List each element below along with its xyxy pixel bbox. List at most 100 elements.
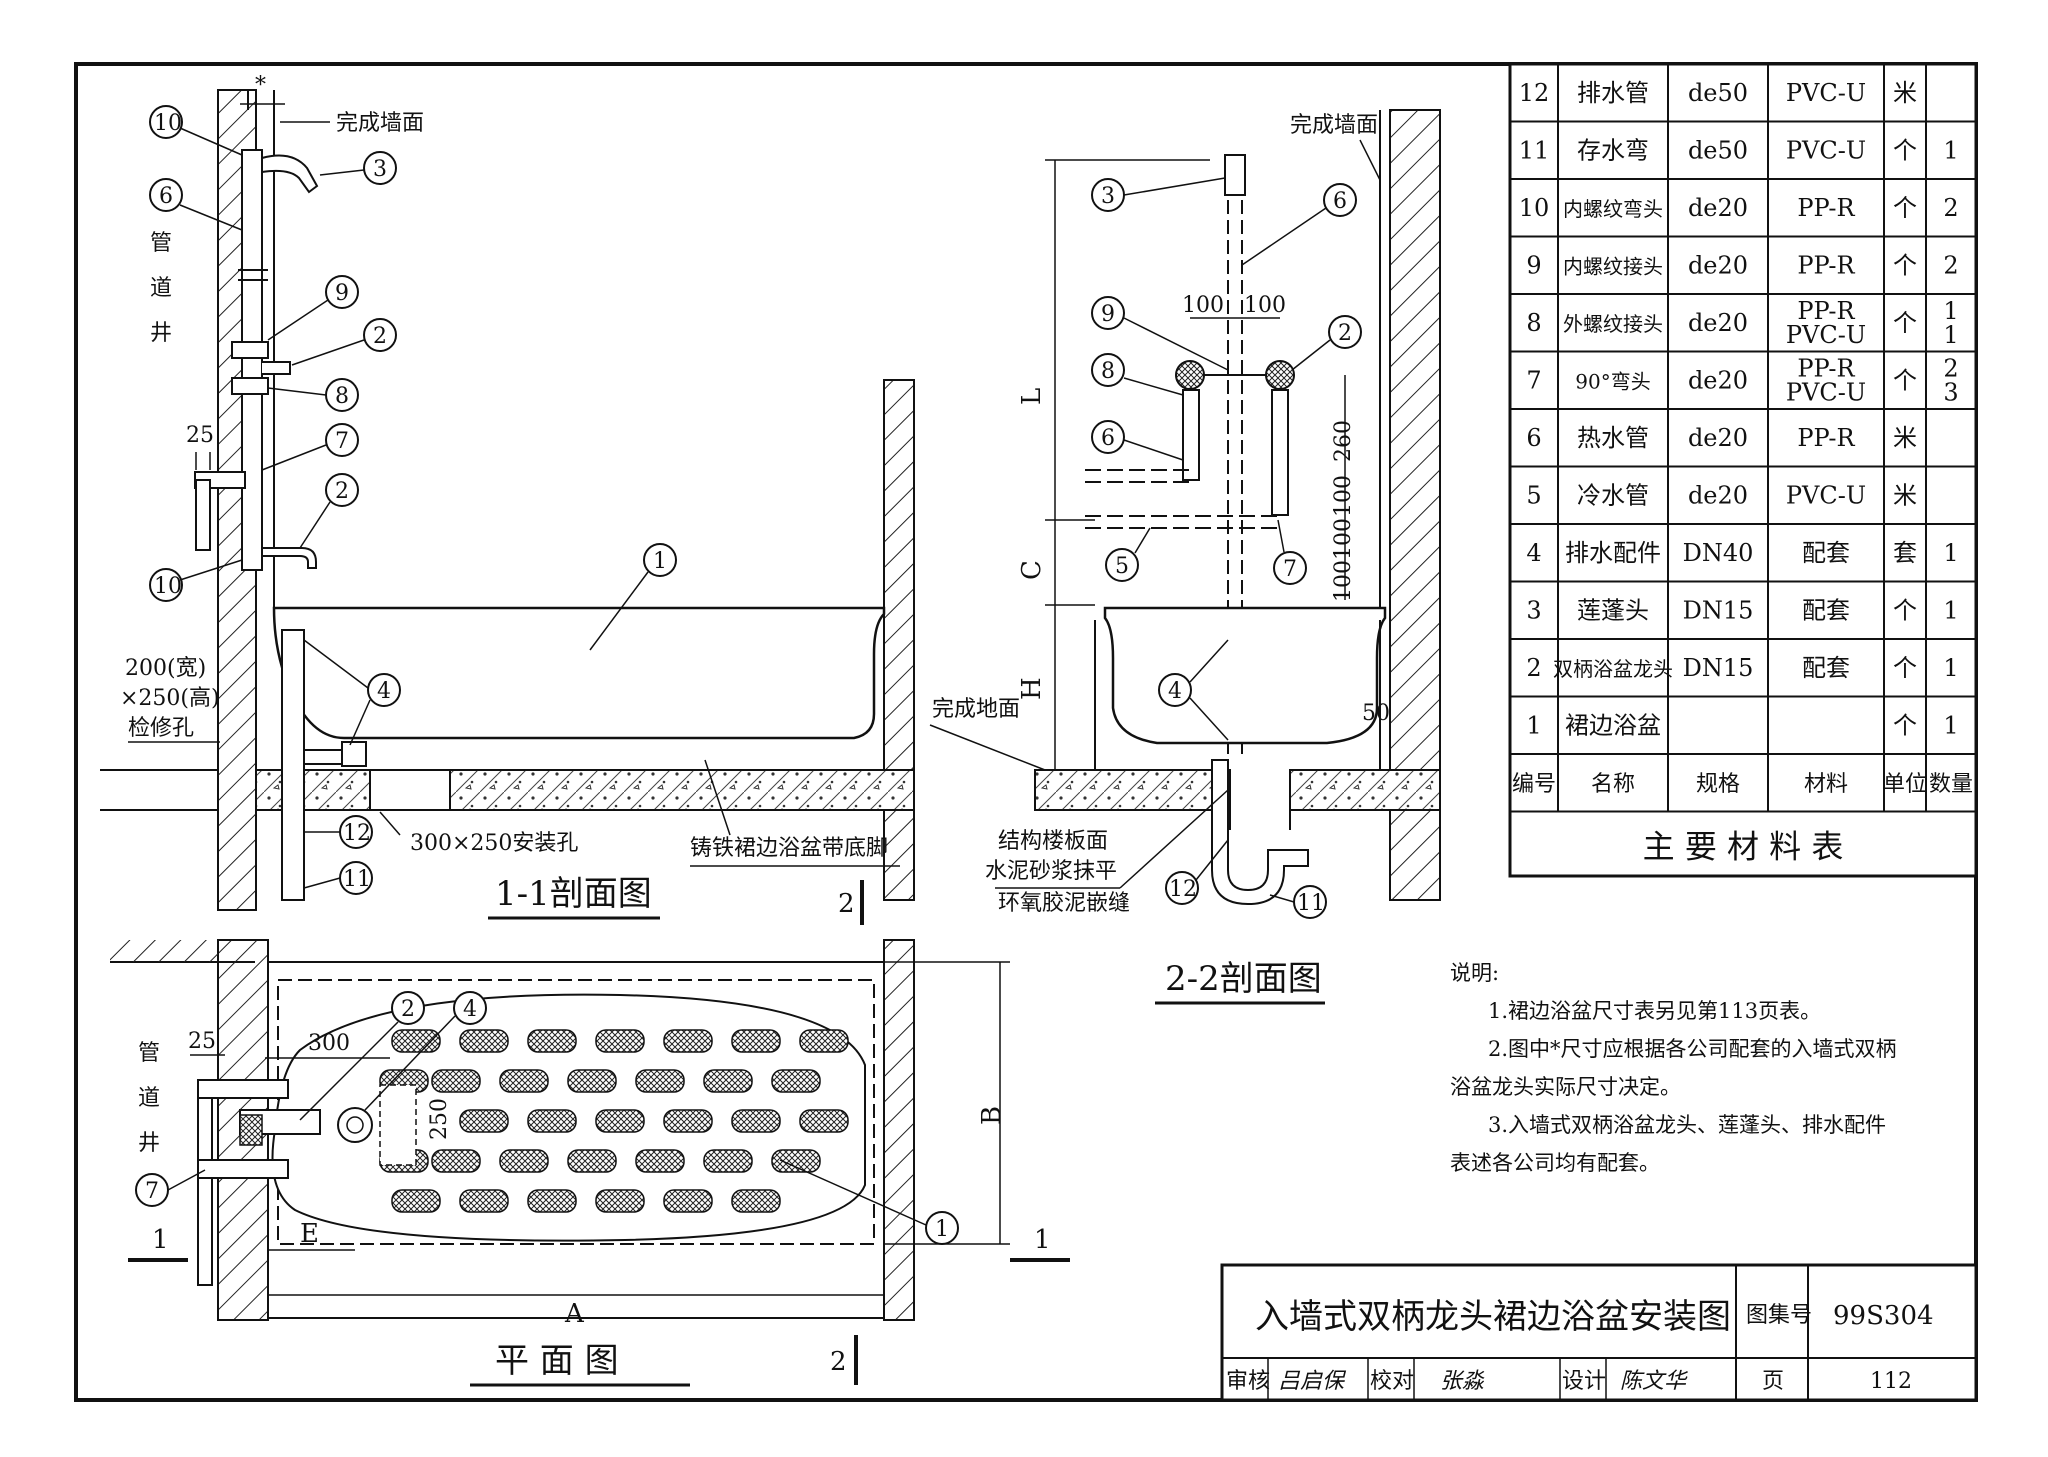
table-header-cell: 材料 xyxy=(1804,772,1848,797)
note-line-4: 3.入墙式双柄浴盆龙头、莲蓬头、排水配件 xyxy=(1488,1113,1886,1137)
table-cell-spec: de50 xyxy=(1688,136,1748,164)
callout-12-section: 12 xyxy=(304,815,373,849)
callout-9-s2: 9 xyxy=(1091,296,1229,371)
svg-text:6: 6 xyxy=(1101,426,1115,451)
dim-100-c: 100 xyxy=(1331,560,1356,602)
callout-2-top: 2 xyxy=(291,318,397,366)
dim-L: L xyxy=(1017,388,1047,405)
dim-100-b: 100 xyxy=(1331,518,1356,560)
install-hole-label: 300×250安装孔 xyxy=(410,831,578,856)
table-cell-no: 12 xyxy=(1519,79,1550,107)
table-cell-name: 90°弯头 xyxy=(1575,369,1650,393)
callout-2-low: 2 xyxy=(299,473,359,549)
svg-text:11: 11 xyxy=(343,867,371,892)
table-cell-name: 外螺纹接头 xyxy=(1563,312,1663,336)
table-cell-qty: 1 xyxy=(1943,539,1958,567)
table-cell-name: 裙边浴盆 xyxy=(1565,711,1661,739)
table-cell-no: 3 xyxy=(1526,596,1541,624)
table-cell-spec: DN40 xyxy=(1683,539,1754,567)
table-caption: 主 要 材 料 表 xyxy=(1643,828,1844,866)
table-cell-spec: de20 xyxy=(1688,194,1748,222)
callout-12-s2: 12 xyxy=(1165,839,1229,905)
callout-8-s2: 8 xyxy=(1091,353,1184,396)
table-cell-unit: 个 xyxy=(1893,251,1917,279)
callout-2-s2: 2 xyxy=(1291,315,1362,371)
star-dim: * xyxy=(255,73,266,98)
table-cell-unit: 个 xyxy=(1893,596,1917,624)
plan-title: 平 面 图 xyxy=(495,1341,619,1381)
table-cell-unit: 个 xyxy=(1893,309,1917,337)
dim-25-section: 25 xyxy=(186,423,214,448)
p-trap-icon xyxy=(1211,759,1309,906)
svg-text:4: 4 xyxy=(377,679,391,704)
drawing-title: 入墙式双柄龙头裙边浴盆安装图 xyxy=(1255,1297,1731,1337)
callout-9: 9 xyxy=(267,275,359,341)
note-line-5: 表述各公司均有配套。 xyxy=(1450,1151,1660,1175)
dim-C: C xyxy=(1017,560,1047,580)
table-cell-name: 内螺纹弯头 xyxy=(1563,197,1663,221)
callout-6-s2-mid: 6 xyxy=(1091,420,1184,461)
design-signature: 陈文华 xyxy=(1620,1369,1689,1394)
svg-text:10: 10 xyxy=(154,111,182,136)
table-cell-spec: de50 xyxy=(1688,79,1748,107)
bathtub-end-view xyxy=(1103,606,1387,745)
table-header-cell: 规格 xyxy=(1696,772,1740,797)
callout-2-plan: 2 xyxy=(299,991,425,1121)
table-cell-name: 排水管 xyxy=(1577,79,1649,107)
plan-dim-300: 300 xyxy=(308,1031,350,1056)
callout-1-plan: 1 xyxy=(779,1159,959,1245)
table-cell-spec: DN15 xyxy=(1683,596,1754,624)
dim-50: 50 xyxy=(1362,701,1390,726)
table-cell-qty: 2 xyxy=(1943,251,1958,279)
table-cell-qty: 1 xyxy=(1943,297,1958,325)
design-label: 设计 xyxy=(1562,1369,1606,1394)
finished-floor-label: 完成地面 xyxy=(932,697,1020,722)
table-cell-no: 9 xyxy=(1526,251,1541,279)
section-1-1-title: 1-1剖面图 xyxy=(495,874,652,914)
shower-head-icon xyxy=(261,154,319,194)
table-cell-material: PVC-U xyxy=(1786,321,1866,349)
svg-text:6: 6 xyxy=(159,184,173,209)
callout-1-section: 1 xyxy=(589,543,677,651)
plan-cut-1-left: 1 xyxy=(152,1225,169,1255)
table-cell-name: 排水配件 xyxy=(1565,539,1661,567)
review-label: 审核 xyxy=(1226,1369,1270,1394)
table-cell-spec: DN15 xyxy=(1683,654,1754,682)
svg-text:7: 7 xyxy=(335,429,349,454)
pipe-shaft-char-3: 井 xyxy=(150,321,172,346)
cold-valve-icon xyxy=(1265,360,1295,390)
atlas-number: 99S304 xyxy=(1833,1301,1934,1331)
table-cell-name: 莲蓬头 xyxy=(1577,596,1649,624)
svg-text:9: 9 xyxy=(335,281,349,306)
dim-250-plan: 250 xyxy=(427,1098,452,1140)
callout-4-s2: 4 xyxy=(1158,639,1229,741)
callout-3-s2: 3 xyxy=(1091,177,1226,212)
svg-text:8: 8 xyxy=(335,384,349,409)
table-cell-name: 双柄浴盆龙头 xyxy=(1553,657,1673,681)
callout-11-s2: 11 xyxy=(1269,885,1327,919)
table-cell-unit: 套 xyxy=(1893,539,1917,567)
review-signature: 吕启保 xyxy=(1278,1369,1347,1394)
table-cell-material: PP-R xyxy=(1797,194,1855,222)
svg-text:12: 12 xyxy=(343,821,371,846)
table-cell-spec: de20 xyxy=(1688,251,1748,279)
svg-text:6: 6 xyxy=(1333,189,1347,214)
cut-mark-2-top: 2 xyxy=(838,889,855,919)
svg-text:2: 2 xyxy=(373,324,387,349)
title-block: 入墙式双柄龙头裙边浴盆安装图 图集号 99S304 页 112 审核 吕启保 校… xyxy=(1220,1263,1978,1402)
plan-pipe-shaft-1: 管 xyxy=(138,1041,160,1066)
access-hole-2: ×250(高) xyxy=(120,686,220,711)
table-cell-unit: 个 xyxy=(1893,711,1917,739)
callout-11-section: 11 xyxy=(303,861,373,895)
table-cell-qty: 3 xyxy=(1943,378,1958,406)
svg-text:4: 4 xyxy=(463,997,477,1022)
svg-text:11: 11 xyxy=(1297,891,1325,916)
table-cell-material: PP-R xyxy=(1797,354,1855,382)
callout-7-s2: 7 xyxy=(1273,519,1307,585)
callout-5-s2: 5 xyxy=(1105,527,1151,582)
svg-text:1: 1 xyxy=(653,549,667,574)
pipe-shaft-char-1: 管 xyxy=(150,231,172,256)
callout-7-plan: 7 xyxy=(135,1169,206,1207)
table-cell-no: 5 xyxy=(1526,481,1541,509)
